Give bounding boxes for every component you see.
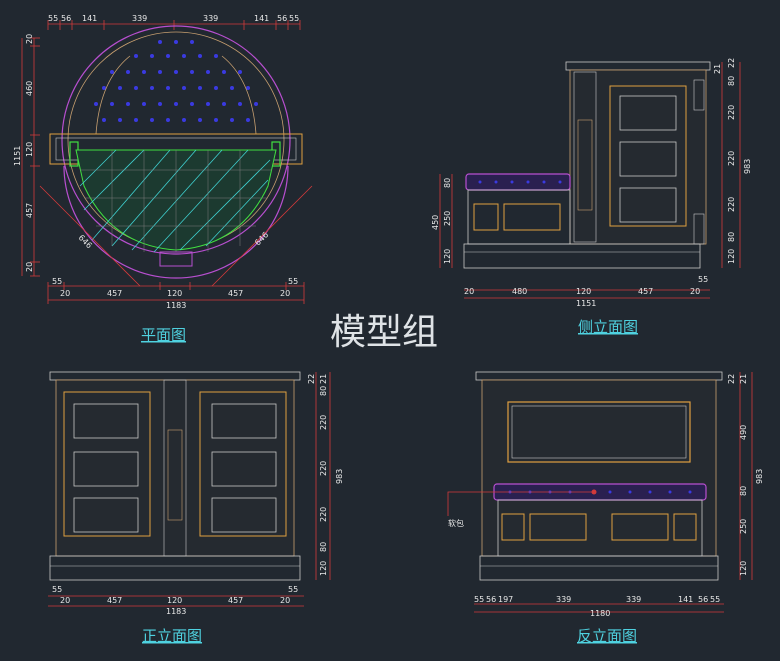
- back-bottom-dim-3: 197: [498, 595, 513, 604]
- back-bottom-dim-7: 56: [698, 595, 708, 604]
- plan-view: 55 56 141 339 339 141 56 55 20 460 120 4…: [13, 14, 313, 344]
- side-right-dim-6: 220: [727, 197, 736, 212]
- side-edge-dim-1: 55: [698, 275, 708, 284]
- side-elevation: 80 250 450 120 21 22 80 220 220 220 80 1…: [431, 58, 752, 336]
- front-edge-dim-2: 55: [288, 585, 298, 594]
- back-right-dim-3: 490: [739, 425, 748, 440]
- plan-edge-dim-1: 55: [52, 277, 62, 286]
- plan-bottom-dim-2: 457: [107, 289, 122, 298]
- front-right-dim-7: 80: [319, 542, 328, 552]
- side-bottom-dim-1: 20: [464, 287, 474, 296]
- side-right-dim-8: 120: [727, 249, 736, 264]
- front-bottom-dim-4: 457: [228, 596, 243, 605]
- side-bottom-dim-2: 480: [512, 287, 527, 296]
- side-left-dim-3: 450: [431, 215, 440, 230]
- plan-bottom-dim-5: 20: [280, 289, 290, 298]
- front-bottom-dim-5: 20: [280, 596, 290, 605]
- back-right-dim-5: 250: [739, 519, 748, 534]
- back-view-title: 反立面图: [577, 627, 637, 645]
- plan-top-dim-4: 339: [132, 14, 147, 23]
- side-right-dim-5: 220: [727, 151, 736, 166]
- front-right-total: 983: [335, 469, 344, 484]
- back-bottom-dim-6: 141: [678, 595, 693, 604]
- plan-top-dim-5: 339: [203, 14, 218, 23]
- plan-bottom-dim-3: 120: [167, 289, 182, 298]
- front-right-dim-5: 220: [319, 461, 328, 476]
- side-right-dim-1: 21: [713, 64, 722, 74]
- plan-left-dim-4: 457: [25, 203, 34, 218]
- plan-left-total: 1151: [13, 146, 22, 166]
- front-right-dim-8: 120: [319, 561, 328, 576]
- side-left-dim-1: 80: [443, 178, 452, 188]
- plan-top-dim-8: 55: [289, 14, 299, 23]
- side-right-total: 983: [743, 159, 752, 174]
- front-bottom-dim-2: 457: [107, 596, 122, 605]
- back-bottom-dim-4: 339: [556, 595, 571, 604]
- plan-bottom-dim-4: 457: [228, 289, 243, 298]
- front-right-dim-6: 220: [319, 507, 328, 522]
- side-bottom-dim-3: 120: [576, 287, 591, 296]
- side-bottom-dim-5: 20: [690, 287, 700, 296]
- back-bottom-dim-5: 339: [626, 595, 641, 604]
- side-right-dim-4: 220: [727, 105, 736, 120]
- front-view-title: 正立面图: [142, 627, 202, 645]
- back-bottom-total: 1180: [590, 609, 610, 618]
- front-right-dim-2: 21: [319, 374, 328, 384]
- back-bottom-dim-2: 56: [486, 595, 496, 604]
- plan-left-dim-3: 120: [25, 142, 34, 157]
- plan-left-dim-2: 460: [25, 81, 34, 96]
- plan-view-title: 平面图: [141, 326, 186, 344]
- back-bottom-dim-8: 55: [710, 595, 720, 604]
- plan-top-dim-3: 141: [82, 14, 97, 23]
- plan-left-dim-5: 20: [25, 262, 34, 272]
- side-bottom-dim-4: 457: [638, 287, 653, 296]
- front-right-dim-3: 80: [319, 386, 328, 396]
- side-view-title: 侧立面图: [578, 318, 638, 336]
- plan-bottom-dim-1: 20: [60, 289, 70, 298]
- side-bottom-total: 1151: [576, 299, 596, 308]
- front-right-dim-1: 22: [307, 374, 316, 384]
- side-left-dim-4: 120: [443, 249, 452, 264]
- watermark-text: 模型组: [330, 312, 438, 353]
- plan-diag-dim-2: 646: [253, 230, 270, 247]
- back-right-dim-4: 80: [739, 486, 748, 496]
- front-bottom-dim-3: 120: [167, 596, 182, 605]
- plan-top-dim-2: 56: [61, 14, 71, 23]
- back-leader-label: 软包: [448, 518, 464, 528]
- side-right-dim-3: 80: [727, 76, 736, 86]
- plan-bottom-total: 1183: [166, 301, 186, 310]
- plan-top-dim-7: 56: [277, 14, 287, 23]
- side-right-dim-2: 22: [727, 58, 736, 68]
- back-right-dim-6: 120: [739, 561, 748, 576]
- side-right-dim-7: 80: [727, 232, 736, 242]
- front-bottom-dim-1: 20: [60, 596, 70, 605]
- plan-top-dim-6: 141: [254, 14, 269, 23]
- back-right-dim-2: 21: [739, 374, 748, 384]
- back-bottom-dim-1: 55: [474, 595, 484, 604]
- front-right-dim-4: 220: [319, 415, 328, 430]
- plan-diag-dim-1: 646: [77, 233, 94, 250]
- plan-edge-dim-2: 55: [288, 277, 298, 286]
- back-right-dim-1: 22: [727, 374, 736, 384]
- back-right-total: 983: [755, 469, 764, 484]
- front-edge-dim-1: 55: [52, 585, 62, 594]
- back-elevation: 软包 22 21 490 80 250 120 983 55 56 197 33…: [447, 371, 764, 645]
- front-elevation: 22 21 80 220 220 220 80 120 983 55 55 20…: [48, 371, 344, 645]
- plan-top-dim-1: 55: [48, 14, 58, 23]
- side-left-dim-2: 250: [443, 211, 452, 226]
- plan-left-dim-1: 20: [25, 34, 34, 44]
- front-bottom-total: 1183: [166, 607, 186, 616]
